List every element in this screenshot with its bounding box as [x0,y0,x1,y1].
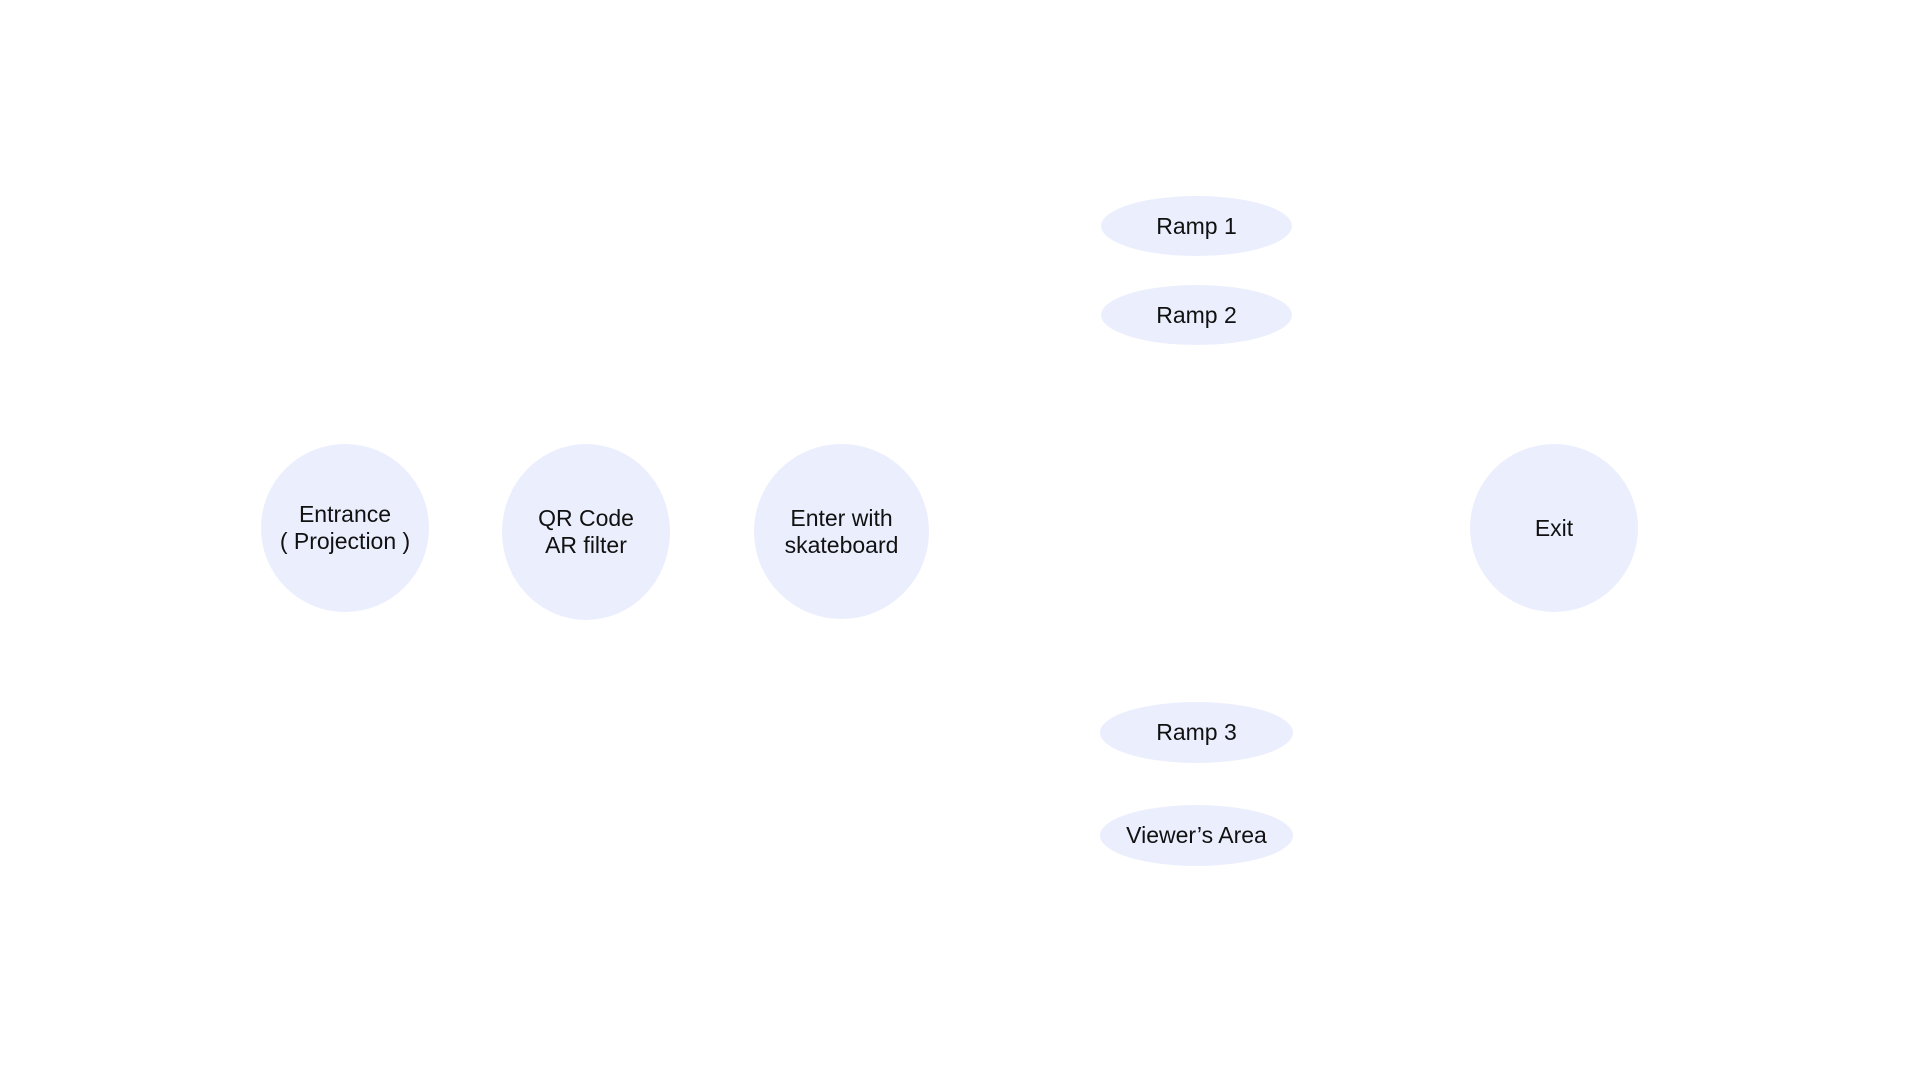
ramp-3-label: Ramp 3 [1156,719,1237,745]
qr-code-node: QR Code AR filter [502,444,670,620]
viewers-area-node: Viewer’s Area [1100,805,1293,866]
ramp-1-label: Ramp 1 [1156,212,1237,239]
entrance-label: Entrance ( Projection ) [279,501,411,554]
ramp-2-node: Ramp 2 [1101,285,1292,345]
viewers-area-label: Viewer’s Area [1126,822,1267,848]
ramp-2-label: Ramp 2 [1156,301,1237,328]
qr-code-label: QR Code AR filter [538,505,634,558]
ramp-3-node: Ramp 3 [1100,702,1293,763]
entrance-node: Entrance ( Projection ) [261,444,429,612]
ramp-1-node: Ramp 1 [1101,196,1292,256]
skateboard-node: Enter with skateboard [754,444,929,619]
exit-node: Exit [1470,444,1638,612]
skateboard-label: Enter with skateboard [784,504,899,558]
exit-label: Exit [1534,514,1574,541]
